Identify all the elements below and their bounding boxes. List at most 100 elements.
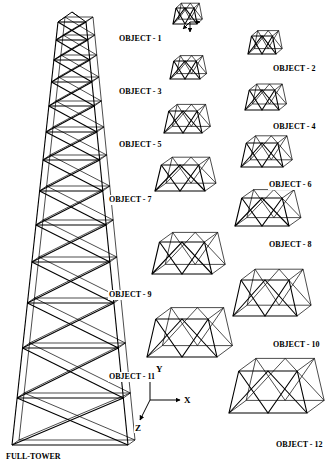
tower-segment (248, 31, 282, 54)
tower-brace (17, 348, 118, 398)
segment-depth (176, 3, 181, 8)
segment-brace (250, 136, 292, 160)
axis-arrow (140, 400, 150, 420)
object-label: OBJECT - 10 (272, 340, 321, 350)
segment-depth (246, 136, 255, 143)
tower-depth (88, 35, 95, 40)
segment-depth (242, 190, 254, 198)
tower-brace (23, 303, 114, 348)
tower-brace (54, 60, 92, 82)
tower-horizontal (39, 257, 117, 258)
tower-brace (27, 303, 118, 348)
segment-face (233, 280, 297, 316)
tower-depth (97, 127, 104, 132)
tower-segment (173, 3, 202, 24)
segment-depth (197, 104, 205, 111)
tower-horizontal (30, 343, 126, 344)
segment-depth (174, 56, 181, 61)
tower-horizontal (47, 186, 110, 187)
tower-horizontal (56, 101, 101, 102)
tower-depth (49, 101, 56, 106)
segment-depth (170, 74, 177, 79)
tower-brace (46, 106, 94, 132)
segment-depth (249, 84, 256, 90)
segment-depth (155, 183, 166, 191)
tower-depth (36, 220, 43, 225)
segment-brace (233, 280, 297, 316)
axis-label: Z (134, 423, 142, 433)
axis-arrow (190, 22, 200, 23)
segment-face (250, 136, 292, 160)
segment-brace (252, 84, 286, 104)
axis-arrow (190, 22, 191, 32)
segment-brace (152, 242, 212, 274)
tower-depth (17, 393, 24, 398)
segment-depth (196, 56, 203, 61)
segment-face (170, 61, 200, 79)
segment-brace (178, 3, 202, 19)
tower-segment (241, 136, 292, 167)
tower-horizontal (49, 105, 94, 106)
object-label: OBJECT - 7 (108, 195, 153, 205)
tower-brace (56, 40, 90, 60)
segment-face (248, 36, 276, 54)
segment-depth (276, 49, 282, 54)
tower-depth (51, 77, 58, 82)
segment-face (178, 3, 202, 19)
tower-horizontal (51, 81, 91, 82)
axis-arrow (183, 22, 190, 29)
tower-depth (118, 343, 125, 348)
local-axes (183, 22, 200, 32)
tower-depth (12, 440, 19, 445)
segment-depth (241, 160, 250, 167)
segment-face (152, 242, 212, 274)
segment-brace (177, 104, 206, 126)
segment-brace (248, 36, 276, 54)
tower-brace (36, 191, 103, 225)
segment-depth (173, 19, 178, 24)
segment-face (247, 269, 311, 305)
segment-brace (147, 319, 217, 357)
segment-brace (171, 308, 224, 346)
tower-depth (90, 55, 97, 60)
tower-brace (49, 106, 97, 132)
tower-brace (32, 262, 114, 303)
tower-brace (40, 160, 100, 191)
segment-face (164, 111, 202, 133)
segment-depth (235, 218, 247, 226)
segment-face (246, 358, 324, 400)
tower-horizontal (56, 39, 88, 40)
tower-depth (54, 55, 61, 60)
tower-horizontal (36, 224, 106, 225)
segment-face (254, 31, 282, 49)
segment-face (155, 165, 205, 191)
tower-brace (49, 82, 92, 106)
segment-brace (164, 111, 202, 133)
segment-face (177, 56, 207, 74)
tower-segment (229, 358, 324, 413)
segment-brace (256, 358, 315, 400)
tower-brace (40, 191, 107, 225)
segment-depth (152, 264, 165, 274)
segment-face (245, 90, 279, 110)
tower-depth (46, 127, 53, 132)
segment-brace (156, 319, 209, 357)
tower-depth (27, 298, 34, 303)
segment-depth (217, 346, 232, 357)
tower-segment (233, 269, 311, 316)
tower-horizontal (50, 155, 107, 156)
segment-face (165, 232, 225, 264)
segment-face (235, 198, 289, 226)
tower-horizontal (12, 444, 128, 445)
tower-brace (34, 298, 125, 343)
tower-brace (32, 225, 106, 262)
segment-depth (194, 3, 199, 8)
object-label: OBJECT - 11 (108, 372, 156, 382)
tower-brace (46, 132, 100, 160)
segment-depth (161, 157, 172, 165)
segment-face (241, 143, 283, 167)
segment-depth (307, 400, 324, 413)
segment-face (172, 104, 210, 126)
segment-face (166, 157, 216, 183)
segment-depth (252, 31, 258, 36)
